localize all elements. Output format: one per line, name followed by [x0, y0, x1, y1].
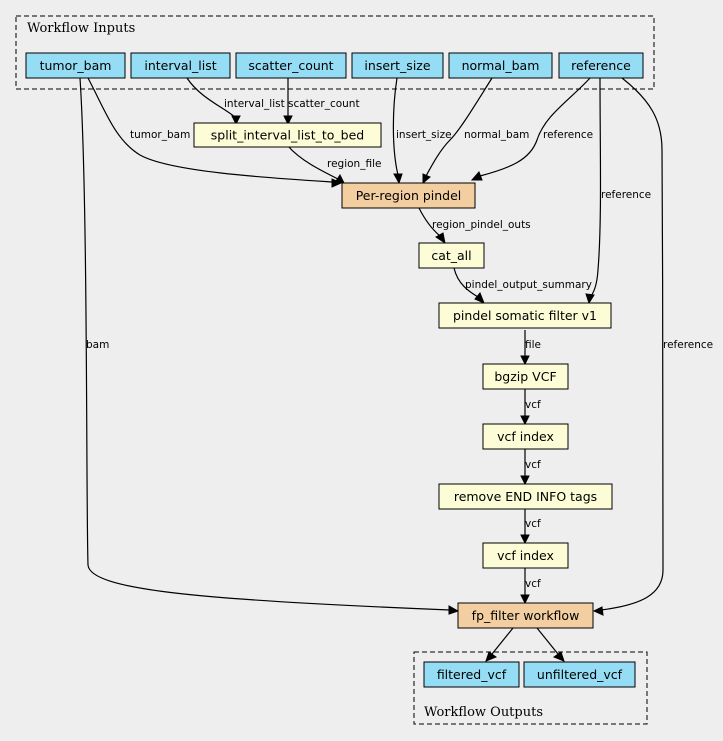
input-insert-size-label: insert_size: [364, 58, 430, 73]
edge-label-insert-size: insert_size: [396, 129, 452, 141]
edge-insert-size: insert_size: [392, 77, 452, 185]
input-interval-list-label: interval_list: [144, 58, 216, 73]
edge-to-filtered-vcf: [485, 627, 514, 662]
edge-label-file: file: [525, 339, 541, 351]
edge-reference-fp: reference: [592, 77, 713, 616]
edge-label-reference-filter: reference: [601, 189, 651, 201]
step-cat-all[interactable]: cat_all: [418, 242, 485, 269]
edge-label-bam: bam: [86, 339, 109, 351]
edge-region-pindel-outs: region_pindel_outs: [418, 207, 531, 245]
input-normal-bam-label: normal_bam: [462, 58, 540, 73]
workflow-fp-filter-label: fp_filter workflow: [472, 608, 580, 623]
step-split-interval-list-to-bed-label: split_interval_list_to_bed: [211, 128, 364, 143]
edge-reference-filter: reference: [585, 77, 651, 305]
edge-pindel-output-summary: pindel_output_summary: [453, 267, 592, 304]
input-reference[interactable]: reference: [558, 52, 644, 79]
edge-reference-pindel: reference: [470, 77, 593, 181]
step-pindel-somatic-filter[interactable]: pindel somatic filter v1: [438, 302, 612, 329]
step-remove-end-info-tags[interactable]: remove END INFO tags: [438, 483, 613, 510]
edge-vcf-3: vcf: [520, 509, 541, 545]
edge-label-normal-bam: normal_bam: [464, 129, 529, 141]
step-vcf-index-1-label: vcf index: [497, 429, 554, 444]
edge-label-scatter-count: scatter_count: [288, 98, 360, 110]
input-scatter-count-label: scatter_count: [248, 58, 333, 73]
input-normal-bam[interactable]: normal_bam: [448, 52, 553, 79]
edge-label-vcf-1: vcf: [525, 399, 541, 411]
edge-vcf-2: vcf: [520, 449, 541, 486]
output-unfiltered-vcf[interactable]: unfiltered_vcf: [523, 661, 636, 688]
step-pindel-somatic-filter-label: pindel somatic filter v1: [453, 308, 597, 323]
edge-to-unfiltered-vcf: [536, 627, 565, 662]
edge-vcf-1: vcf: [520, 389, 541, 426]
step-bgzip-vcf-label: bgzip VCF: [494, 369, 556, 384]
step-remove-end-info-tags-label: remove END INFO tags: [454, 489, 597, 504]
edge-label-reference-fp: reference: [663, 339, 713, 351]
input-scatter-count[interactable]: scatter_count: [235, 52, 347, 79]
workflow-outputs-cluster: Workflow Outputs: [413, 651, 648, 725]
input-tumor-bam-label: tumor_bam: [40, 58, 112, 73]
input-tumor-bam[interactable]: tumor_bam: [25, 52, 126, 79]
output-filtered-vcf-label: filtered_vcf: [437, 667, 507, 682]
workflow-inputs-cluster: Workflow Inputs: [15, 15, 655, 90]
workflow-fp-filter[interactable]: fp_filter workflow: [457, 602, 594, 629]
input-reference-label: reference: [571, 58, 631, 73]
edge-file: file: [520, 330, 541, 366]
edge-tumor-bam: tumor_bam: [87, 77, 343, 188]
edge-normal-bam: normal_bam: [422, 77, 529, 185]
edge-label-region-pindel-outs: region_pindel_outs: [432, 219, 531, 231]
step-vcf-index-2-label: vcf index: [497, 548, 554, 563]
workflow-per-region-pindel[interactable]: Per-region pindel: [341, 182, 476, 209]
edge-label-vcf-4: vcf: [525, 578, 541, 590]
edge-bam: bam: [79, 77, 460, 615]
edge-label-vcf-2: vcf: [525, 459, 541, 471]
edge-interval-list: interval_list: [186, 77, 285, 126]
step-vcf-index-1[interactable]: vcf index: [482, 423, 569, 450]
step-bgzip-vcf[interactable]: bgzip VCF: [482, 363, 569, 390]
workflow-outputs-label: Workflow Outputs: [424, 705, 543, 720]
input-interval-list[interactable]: interval_list: [130, 52, 231, 79]
step-vcf-index-2[interactable]: vcf index: [482, 542, 569, 569]
edge-label-pindel-output-summary: pindel_output_summary: [465, 279, 592, 291]
output-filtered-vcf[interactable]: filtered_vcf: [423, 661, 520, 688]
step-cat-all-label: cat_all: [431, 248, 471, 263]
edge-scatter-count: scatter_count: [283, 78, 360, 126]
workflow-inputs-label: Workflow Inputs: [27, 21, 135, 36]
edge-label-region-file: region_file: [327, 158, 381, 170]
edge-vcf-4: vcf: [520, 568, 541, 605]
output-unfiltered-vcf-label: unfiltered_vcf: [537, 667, 623, 682]
input-insert-size[interactable]: insert_size: [351, 52, 444, 79]
edge-label-tumor-bam: tumor_bam: [130, 129, 190, 141]
step-split-interval-list-to-bed[interactable]: split_interval_list_to_bed: [193, 122, 382, 148]
edge-label-interval-list: interval_list: [224, 98, 285, 110]
edge-label-reference-pindel: reference: [543, 129, 593, 141]
edge-region-file: region_file: [287, 145, 381, 184]
edge-label-vcf-3: vcf: [525, 518, 541, 530]
workflow-per-region-pindel-label: Per-region pindel: [356, 188, 462, 203]
